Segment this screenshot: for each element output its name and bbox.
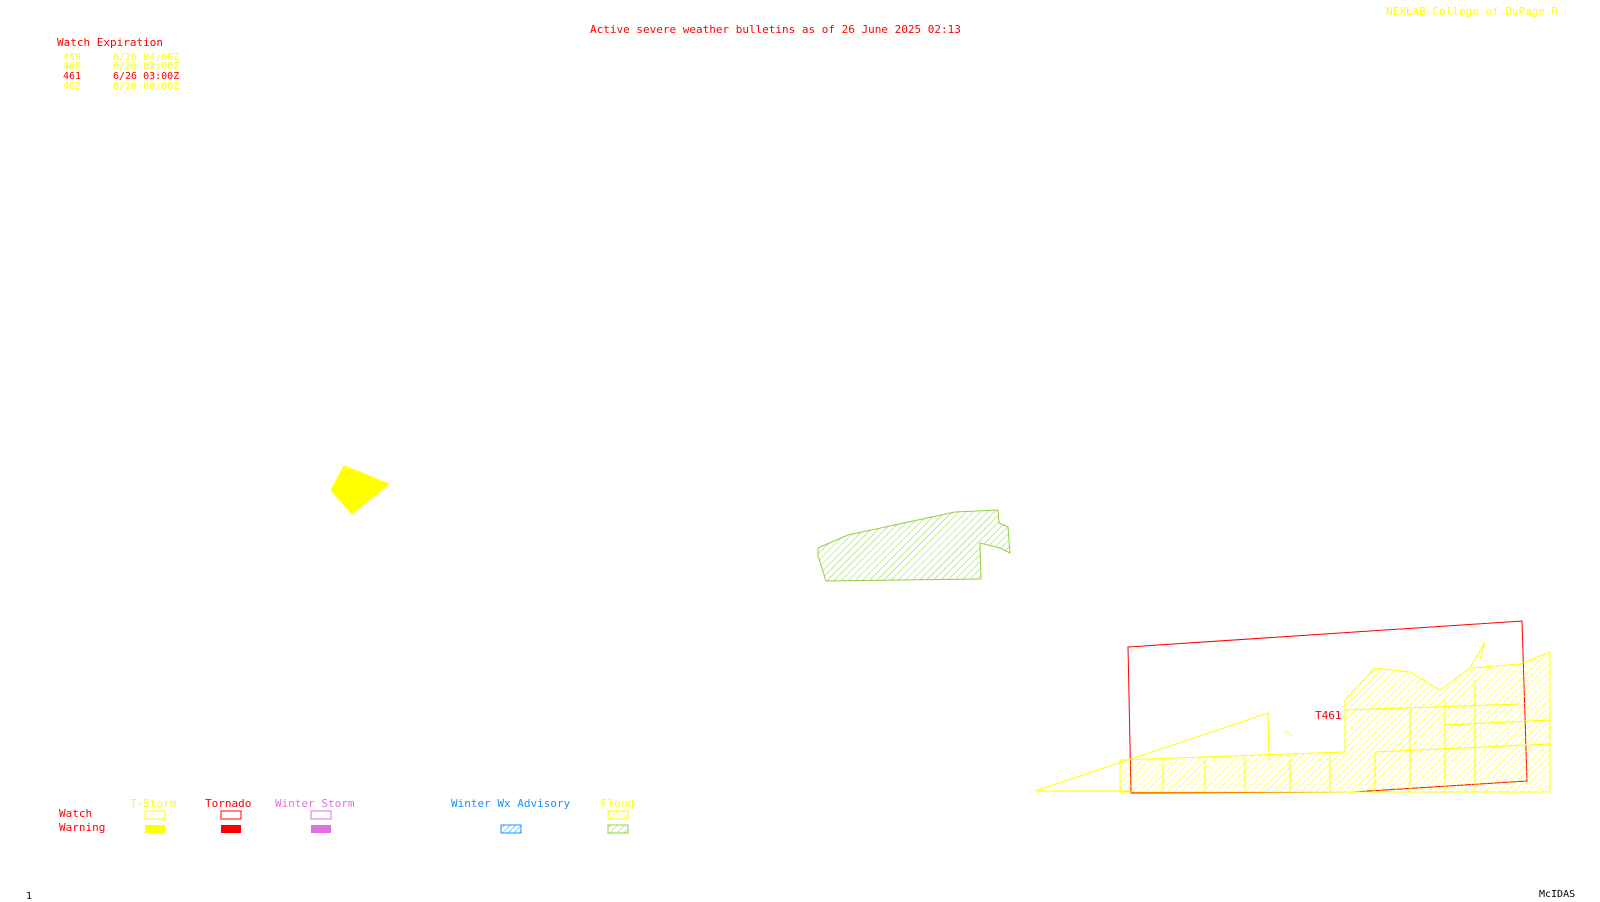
watch-row-460: 460 6/26 03:00Z xyxy=(63,62,179,72)
legend-tstorm-warning-box xyxy=(145,825,165,833)
tstorm-warning-polygon xyxy=(330,465,390,515)
watch-row-461: 461 6/26 03:00Z xyxy=(63,72,179,82)
watch-number: 462 xyxy=(63,81,82,92)
watch-number: 461 xyxy=(63,71,82,82)
watch-number: 460 xyxy=(63,61,82,72)
legend-tornado-label: Tornado xyxy=(205,797,252,810)
legend-flood-warning-box xyxy=(607,824,629,834)
legend-watch-label: Watch xyxy=(59,807,93,820)
flood-warning-polygon xyxy=(817,509,1011,582)
bulletin-title: Active severe weather bulletins as of 26… xyxy=(590,23,961,36)
credit-label: NEXLAB-College of DuPage R xyxy=(1386,5,1559,18)
legend-winter-storm-watch-box xyxy=(310,810,332,820)
watch-461-label: T461 xyxy=(1315,709,1342,722)
watch-expires: 6/26 03:00Z xyxy=(113,71,180,82)
watch-number: 459 xyxy=(63,52,82,63)
legend-tstorm-watch-box xyxy=(144,810,166,820)
watch-row-462: 462 6/26 08:00Z xyxy=(63,82,179,92)
software-label: McIDAS xyxy=(1539,889,1576,900)
legend-winter-storm-warning-box xyxy=(311,825,331,833)
watch-expires: 6/26 08:00Z xyxy=(113,81,180,92)
watch-row-459: 459 6/26 04:00Z xyxy=(63,53,179,63)
watch-expires: 6/26 04:00Z xyxy=(113,52,180,63)
legend-flood-label: Flood xyxy=(601,797,635,810)
legend-winter-advisory-box xyxy=(500,824,522,834)
legend-warning-label: Warning xyxy=(59,821,106,834)
legend-winter-advisory-label: Winter Wx Advisory xyxy=(451,797,571,810)
legend-tstorm-label: T-Storm xyxy=(130,797,177,810)
legend-winter-storm-label: Winter Storm xyxy=(275,797,355,810)
legend-tornado-warning-box xyxy=(221,825,241,833)
tstorm-watch-counties xyxy=(1034,641,1551,793)
watch-expires: 6/26 03:00Z xyxy=(113,61,180,72)
frame-number: 1 xyxy=(26,891,33,902)
legend-tornado-watch-box xyxy=(220,810,242,820)
watch-expiration-heading: Watch Expiration xyxy=(57,36,163,49)
legend-flood-watch-box xyxy=(607,810,629,820)
